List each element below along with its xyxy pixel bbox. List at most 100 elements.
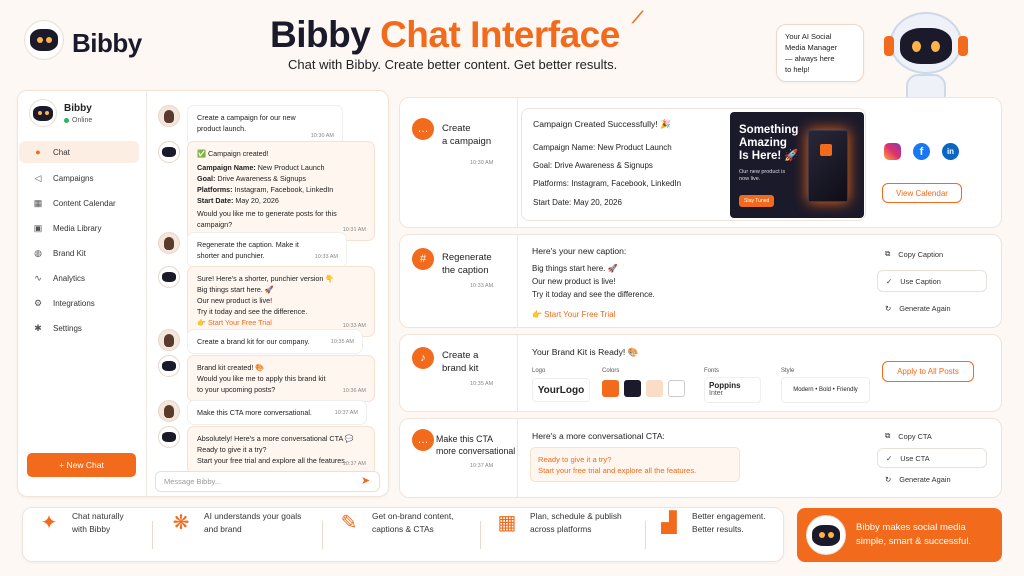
linkedin-icon[interactable]: in [942, 143, 959, 160]
message-text: ✅ Campaign created! [197, 149, 269, 158]
sidebar-item-campaigns[interactable]: ◁ Campaigns [19, 167, 139, 189]
calendar-icon: ▦ [33, 197, 43, 208]
facebook-icon[interactable]: f [913, 143, 930, 160]
pencil-icon: ✎ [340, 512, 358, 534]
generate-again-button[interactable]: ↻Generate Again [877, 470, 987, 488]
feature-item: ✎ Get on-brand content,captions & CTAs [336, 510, 454, 535]
message-text: Brand kit created! 🎨 [197, 363, 265, 372]
message-text: Would you like me to apply this brand ki… [197, 374, 326, 383]
feature-text: Better engagement. [692, 511, 766, 521]
view-calendar-button[interactable]: View Calendar [882, 183, 962, 203]
sidebar-item-content-calendar[interactable]: ▦ Content Calendar [19, 192, 139, 214]
message-input[interactable]: Message Bibby... [155, 471, 380, 492]
user-avatar [158, 400, 180, 422]
cta-line: Ready to give it a try? [538, 455, 612, 464]
action-label: Use Caption [900, 276, 941, 286]
panel-time: 10:37 AM [470, 463, 494, 469]
colors-label: Colors [602, 368, 620, 374]
bibby-robot-icon [806, 515, 846, 555]
bot-avatar-icon [158, 426, 180, 448]
panel-time: 10:35 AM [470, 381, 494, 387]
profile-avatar [29, 99, 57, 127]
sidebar-item-analytics[interactable]: ∿ Analytics [19, 267, 139, 289]
cta-title: Here's a more conversational CTA: [532, 431, 665, 441]
panel-label-line: more conversational [436, 446, 516, 456]
product-box-icon [808, 130, 848, 202]
use-cta-button[interactable]: ✓Use CTA [877, 448, 987, 468]
chat-icon: ● [35, 147, 41, 157]
divider [152, 521, 153, 549]
message-time: 10:33 AM [342, 323, 366, 329]
message-input-placeholder: Message Bibby... [164, 477, 221, 486]
page-title: Bibby Chat Interface [270, 14, 670, 56]
sidebar-item-label: Media Library [53, 223, 102, 233]
cta-box: Ready to give it a try? Start your free … [530, 447, 740, 482]
sidebar-item-label: Integrations [53, 298, 95, 308]
message-text: Absolutely! Here's a more conversational… [197, 434, 354, 443]
use-caption-button[interactable]: ✓Use Caption [877, 270, 987, 292]
copy-cta-button[interactable]: ⧉Copy CTA [877, 427, 987, 445]
copy-caption-button[interactable]: ⧉Copy Caption [877, 243, 987, 265]
bot-avatar-icon [158, 141, 180, 163]
caption-line: Try it today and see the difference. [532, 290, 655, 299]
sidebar-item-chat[interactable]: ● Chat [19, 141, 139, 163]
message-text: Sure! Here's a shorter, punchier version… [197, 274, 335, 283]
fonts-label: Fonts [704, 368, 720, 374]
action-label: Generate Again [899, 474, 951, 484]
panel-label-line: the caption [442, 265, 489, 276]
color-swatch [668, 380, 685, 397]
action-label: Use CTA [900, 453, 930, 463]
message-time: 10:35 AM [330, 339, 354, 345]
chat-bubble-icon: … [412, 118, 434, 140]
message-time: 10:33 AM [314, 254, 338, 260]
sidebar-item-integrations[interactable]: ⚙ Integrations [19, 292, 139, 314]
message-time: 10:30 AM [310, 133, 334, 139]
color-swatch [646, 380, 663, 397]
font-primary: Poppins [709, 381, 741, 390]
campaign-detail: Campaign Name: New Product Launch [533, 143, 672, 152]
message-text: Instagram, Facebook, LinkedIn [232, 185, 334, 194]
apply-to-all-posts-button[interactable]: Apply to All Posts [882, 361, 974, 382]
promo-sub: now live. [739, 176, 761, 182]
panel-cta: … Make this CTA more conversational 10:3… [399, 418, 1002, 498]
sidebar-item-label: Analytics [53, 273, 86, 283]
generate-again-button[interactable]: ↻Generate Again [877, 297, 987, 319]
features-strip [22, 507, 784, 562]
campaign-detail: Goal: Drive Awareness & Signups [533, 161, 653, 170]
megaphone-icon: ◁ [34, 172, 42, 183]
action-label: Copy CTA [898, 431, 932, 441]
brand-name: Bibby [72, 28, 142, 58]
divider [322, 521, 323, 549]
feature-text: across platforms [530, 523, 592, 534]
panel-label-line: a campaign [442, 136, 492, 147]
cta-link[interactable]: 👉 Start Your Free Trial [532, 310, 616, 319]
instagram-icon[interactable] [884, 143, 901, 160]
style-label: Style [781, 368, 795, 374]
panel-label-column [400, 235, 518, 327]
message-text: product launch. [197, 124, 247, 133]
bot-avatar-icon [158, 355, 180, 377]
sidebar-item-label: Content Calendar [53, 198, 116, 208]
sidebar-item-settings[interactable]: ✱ Settings [19, 317, 139, 339]
message-text: Would you like me to generate posts for … [197, 209, 337, 229]
message-text: Create a brand kit for our company. [197, 337, 310, 346]
sidebar-item-media-library[interactable]: ▣ Media Library [19, 217, 139, 239]
new-chat-button[interactable]: + New Chat [27, 453, 136, 477]
feature-text: and brand [204, 523, 242, 534]
message-text: Make this CTA more conversational. [197, 408, 312, 417]
promo-footer-line: Bibby makes social media [856, 522, 966, 533]
integrations-icon: ⚙ [33, 297, 43, 308]
panel-time: 10:30 AM [470, 160, 494, 166]
campaign-result-card: Campaign Created Successfully! 🎉 Campaig… [521, 108, 866, 221]
message-text: New Product Launch [255, 163, 325, 172]
message-text: Ready to give it a try? [197, 445, 267, 454]
font-secondary: Inter [709, 390, 724, 397]
feature-text: Get on-brand content, [372, 511, 454, 521]
send-icon[interactable]: ➤ [361, 475, 371, 487]
sidebar-item-brand-kit[interactable]: ◍ Brand Kit [19, 242, 139, 264]
gear-icon: ✱ [34, 322, 42, 333]
cta-link[interactable]: 👉 Start Your Free Trial [197, 318, 272, 327]
message-label: Start Date: [197, 196, 234, 205]
chart-icon: ▟ [661, 512, 677, 534]
